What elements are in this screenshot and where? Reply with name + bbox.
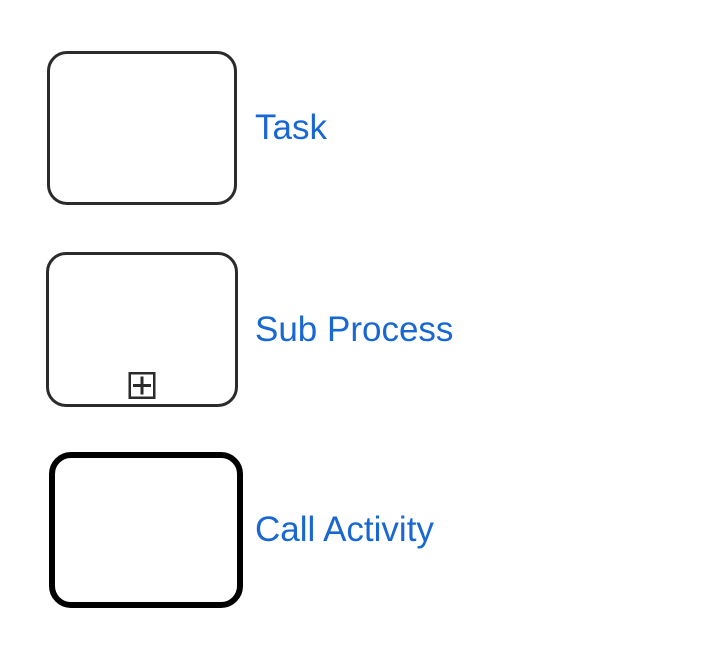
sub-process-shape xyxy=(46,252,238,407)
sub-process-label[interactable]: Sub Process xyxy=(255,309,454,349)
task-shape xyxy=(47,51,237,205)
call-activity-shape xyxy=(49,452,243,608)
legend-row-call-activity: Call Activity xyxy=(49,452,434,608)
legend-row-sub-process: Sub Process xyxy=(46,252,453,407)
call-activity-label[interactable]: Call Activity xyxy=(255,510,434,549)
legend-row-task: Task xyxy=(47,51,327,205)
task-label[interactable]: Task xyxy=(255,108,327,147)
expand-plus-icon xyxy=(128,372,156,399)
